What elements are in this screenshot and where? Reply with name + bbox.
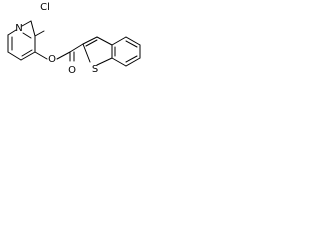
sulfur-label: S [92, 64, 98, 75]
bond-c2-c2link [30, 20, 36, 37]
bond-c3-o [34, 51, 48, 60]
ester-oxygen-label: O [48, 54, 56, 65]
molecule-canvas: Cl N O O S [0, 0, 154, 83]
bond-benz-c7-c7a [111, 57, 127, 67]
bond-benz-inner-2 [125, 55, 138, 63]
bond-n-c6 [7, 29, 17, 36]
pyridine-ring [7, 20, 36, 61]
bond-thio-s-c2 [82, 43, 91, 63]
chlorine-label: Cl [40, 2, 50, 13]
carbonyl-oxygen-label: O [68, 65, 76, 76]
bond-c2-cl [34, 30, 45, 37]
bond-benz-c6-c7 [125, 57, 141, 67]
bond-c5-c4 [7, 51, 22, 61]
nitrogen-label: N [15, 23, 22, 34]
bond-thio-c7a-s [96, 57, 113, 66]
molecule-structure: Cl N O O S [7, 2, 141, 76]
bond-thio-c3-c3a [96, 36, 113, 46]
bond-benz-c3a-c4 [111, 36, 127, 46]
bond-pyridine-inner-3 [22, 32, 32, 39]
bond-pyridine-inner-2 [21, 49, 33, 57]
bond-thio-c2-c3 [82, 36, 98, 45]
bond-carbonylc-thioc2 [69, 43, 84, 53]
bond-thio-inner [85, 39, 98, 47]
thiophene-ring [82, 36, 113, 66]
benzene-ring [111, 36, 141, 67]
bond-c4-c3 [20, 51, 36, 61]
bond-o-carbonylc [56, 51, 71, 60]
bond-c2-n [21, 20, 32, 27]
bond-benz-inner-1 [125, 40, 138, 48]
bond-benz-c4-c5 [125, 36, 141, 46]
